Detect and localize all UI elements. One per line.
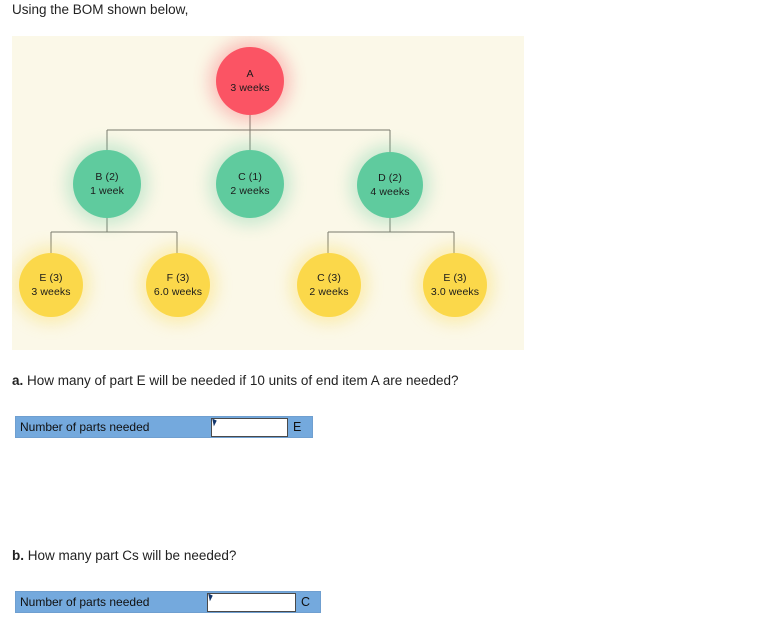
bom-node-e2-leadtime: 3.0 weeks [430,286,480,298]
bom-node-a: A 3 weeks [216,47,284,115]
bom-node-c1-name: C (1) [238,171,262,183]
bom-node-d: D (2) 4 weeks [357,152,423,218]
bom-diagram-panel: A 3 weeks B (2) 1 week C (1) 2 weeks D (… [12,36,524,350]
answer-b-label: Number of parts needed [20,595,150,609]
bom-node-e1-leadtime: 3 weeks [31,286,71,298]
bom-node-c2-leadtime: 2 weeks [309,286,349,298]
question-b-text: How many part Cs will be needed? [27,548,237,563]
answer-a-label: Number of parts needed [20,420,150,434]
bom-node-b-leadtime: 1 week [90,185,124,197]
answer-a-input-wrap[interactable] [211,417,288,437]
bom-node-a-name: A [246,68,254,80]
question-a-text: How many of part E will be needed if 10 … [27,373,459,388]
bom-node-a-leadtime: 3 weeks [230,82,270,94]
answer-b-input[interactable] [207,592,296,612]
intro-text: Using the BOM shown below, [12,0,188,20]
bom-node-d-name: D (2) [378,172,402,184]
answer-a-input[interactable] [211,417,288,437]
answer-widget-b[interactable]: Number of parts needed C [15,591,321,613]
bom-node-f-leadtime: 6.0 weeks [153,286,203,298]
intro-label: Using the BOM shown below, [12,2,189,17]
bom-node-e1-name: E (3) [39,272,63,284]
question-b-letter: b. [12,548,24,563]
bom-node-c2: C (3) 2 weeks [297,253,361,317]
answer-b-input-wrap[interactable] [207,592,296,612]
bom-node-f-name: F (3) [166,272,190,284]
bom-node-c1-leadtime: 2 weeks [230,185,270,197]
answer-b-unit: C [301,595,311,609]
bom-node-e2: E (3) 3.0 weeks [423,253,487,317]
bom-node-c1: C (1) 2 weeks [216,150,284,218]
bom-node-e2-name: E (3) [443,272,467,284]
bom-edges [50,106,455,257]
question-b: b. How many part Cs will be needed? [12,546,236,566]
bom-node-b: B (2) 1 week [73,150,141,218]
bom-node-e1: E (3) 3 weeks [19,253,83,317]
bom-node-c2-name: C (3) [317,272,341,284]
bom-node-f: F (3) 6.0 weeks [146,253,210,317]
question-a-letter: a. [12,373,24,388]
answer-widget-a[interactable]: Number of parts needed E [15,416,313,438]
answer-a-unit: E [293,420,302,434]
question-a: a. How many of part E will be needed if … [12,371,459,391]
bom-node-b-name: B (2) [95,171,119,183]
bom-node-d-leadtime: 4 weeks [370,186,410,198]
